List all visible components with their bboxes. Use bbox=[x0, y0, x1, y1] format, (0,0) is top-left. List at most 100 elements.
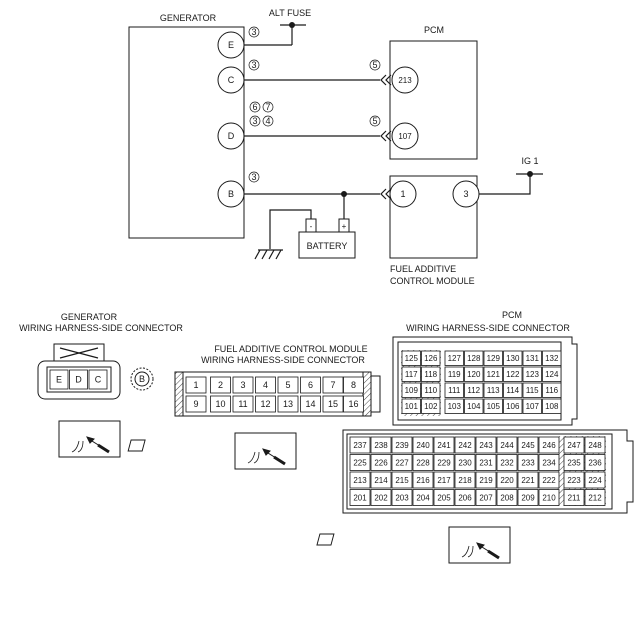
pcm-pin-217: 217 bbox=[433, 471, 455, 489]
pcm-terminal-107-label: 107 bbox=[398, 132, 412, 141]
svg-text:5: 5 bbox=[372, 60, 377, 70]
pcm-pin-131: 131 bbox=[522, 350, 542, 366]
svg-text:115: 115 bbox=[526, 386, 539, 395]
fam-pin-6: 6 bbox=[300, 376, 321, 394]
pcm-pin-206: 206 bbox=[454, 489, 476, 506]
battery-plus-terminal bbox=[338, 218, 350, 233]
svg-text:14: 14 bbox=[305, 399, 315, 409]
svg-text:246: 246 bbox=[542, 441, 556, 450]
battery-plus-label: + bbox=[342, 222, 347, 231]
svg-text:236: 236 bbox=[588, 458, 602, 467]
battery-label: BATTERY bbox=[307, 241, 348, 251]
svg-text:220: 220 bbox=[500, 476, 514, 485]
pcm-pin-105: 105 bbox=[483, 398, 503, 414]
pcm-pin-118: 118 bbox=[421, 366, 441, 382]
svg-text:102: 102 bbox=[424, 402, 438, 411]
ig1-label: IG 1 bbox=[521, 156, 538, 166]
pcm-pin-208: 208 bbox=[496, 489, 518, 506]
svg-text:125: 125 bbox=[405, 354, 419, 363]
svg-text:3: 3 bbox=[240, 380, 245, 390]
svg-text:208: 208 bbox=[500, 493, 514, 502]
connector-view-icon-pcm bbox=[316, 526, 511, 564]
svg-text:113: 113 bbox=[487, 386, 500, 395]
schematic: GENERATOR E C D B 3 3 6 7 3 4 bbox=[128, 8, 543, 286]
svg-text:108: 108 bbox=[545, 402, 559, 411]
generator-connector-title-2: WIRING HARNESS-SIDE CONNECTOR bbox=[19, 323, 183, 333]
svg-text:229: 229 bbox=[437, 458, 451, 467]
svg-text:5: 5 bbox=[285, 380, 290, 390]
fam-pin-9: 9 bbox=[185, 395, 207, 413]
pcm-pin-236: 236 bbox=[584, 454, 606, 471]
fam-pin-2: 2 bbox=[210, 376, 231, 394]
svg-text:114: 114 bbox=[506, 386, 519, 395]
note-pcm-mid: 5 bbox=[369, 115, 381, 127]
svg-text:131: 131 bbox=[526, 354, 540, 363]
pcm-pin-220: 220 bbox=[496, 471, 518, 489]
terminal-e-label: E bbox=[228, 40, 234, 50]
pcm-pin-238: 238 bbox=[370, 436, 392, 454]
fam-pin-13: 13 bbox=[277, 395, 299, 413]
ground-wire bbox=[269, 209, 312, 249]
svg-text:242: 242 bbox=[458, 441, 472, 450]
pcm-pin-231: 231 bbox=[475, 454, 497, 471]
svg-text:204: 204 bbox=[416, 493, 430, 502]
svg-text:103: 103 bbox=[448, 402, 462, 411]
svg-text:3: 3 bbox=[251, 60, 256, 70]
pcm-pin-111: 111 bbox=[444, 382, 464, 398]
svg-text:226: 226 bbox=[374, 458, 388, 467]
svg-text:206: 206 bbox=[458, 493, 472, 502]
svg-text:222: 222 bbox=[542, 476, 556, 485]
pcm-pin-125: 125 bbox=[401, 350, 421, 366]
alt-fuse-label: ALT FUSE bbox=[269, 8, 311, 18]
pcm-pin-225: 225 bbox=[349, 454, 371, 471]
svg-text:205: 205 bbox=[437, 493, 451, 502]
wire-ig1 bbox=[479, 174, 531, 195]
svg-text:3: 3 bbox=[251, 27, 256, 37]
pcm-pin-117: 117 bbox=[401, 366, 421, 382]
svg-text:110: 110 bbox=[424, 386, 437, 395]
fam-pin-10: 10 bbox=[210, 395, 231, 413]
svg-text:216: 216 bbox=[416, 476, 430, 485]
fam-terminal-3-label: 3 bbox=[463, 189, 468, 199]
svg-text:118: 118 bbox=[424, 370, 437, 379]
pcm-pin-230: 230 bbox=[454, 454, 476, 471]
svg-text:117: 117 bbox=[405, 370, 418, 379]
terminal-d-label: D bbox=[228, 131, 235, 141]
svg-text:127: 127 bbox=[448, 354, 462, 363]
wire-d-connector bbox=[380, 130, 392, 142]
svg-text:D: D bbox=[75, 375, 82, 385]
generator-pin-d: D bbox=[69, 369, 88, 390]
svg-text:111: 111 bbox=[448, 386, 461, 395]
svg-text:6: 6 bbox=[308, 380, 313, 390]
svg-text:126: 126 bbox=[424, 354, 438, 363]
svg-text:120: 120 bbox=[467, 370, 481, 379]
generator-b-terminal-inner bbox=[134, 371, 150, 387]
svg-text:5: 5 bbox=[372, 116, 377, 126]
pcm-pin-209: 209 bbox=[517, 489, 539, 506]
svg-text:239: 239 bbox=[395, 441, 409, 450]
fam-pin-4: 4 bbox=[255, 376, 276, 394]
svg-text:104: 104 bbox=[467, 402, 481, 411]
svg-text:3: 3 bbox=[251, 172, 256, 182]
pcm-pin-232: 232 bbox=[496, 454, 518, 471]
svg-text:130: 130 bbox=[506, 354, 520, 363]
pcm-pin-222: 222 bbox=[538, 471, 560, 489]
svg-text:213: 213 bbox=[353, 476, 367, 485]
fam-pin-7: 7 bbox=[322, 376, 344, 394]
pcm-pin-201: 201 bbox=[349, 489, 371, 506]
connector-view-icon-generator bbox=[58, 420, 121, 458]
pcm-pin-221: 221 bbox=[517, 471, 539, 489]
pcm-pin-241: 241 bbox=[433, 436, 455, 454]
svg-text:C: C bbox=[95, 375, 102, 385]
note-d-row1: 6 7 bbox=[249, 101, 274, 113]
svg-text:128: 128 bbox=[467, 354, 481, 363]
pcm-terminal-213-label: 213 bbox=[398, 76, 412, 85]
svg-text:132: 132 bbox=[545, 354, 559, 363]
pcm-pin-216: 216 bbox=[412, 471, 434, 489]
fam-pin-8: 8 bbox=[343, 376, 364, 394]
svg-text:238: 238 bbox=[374, 441, 388, 450]
pcm-pin-248: 248 bbox=[584, 436, 606, 454]
